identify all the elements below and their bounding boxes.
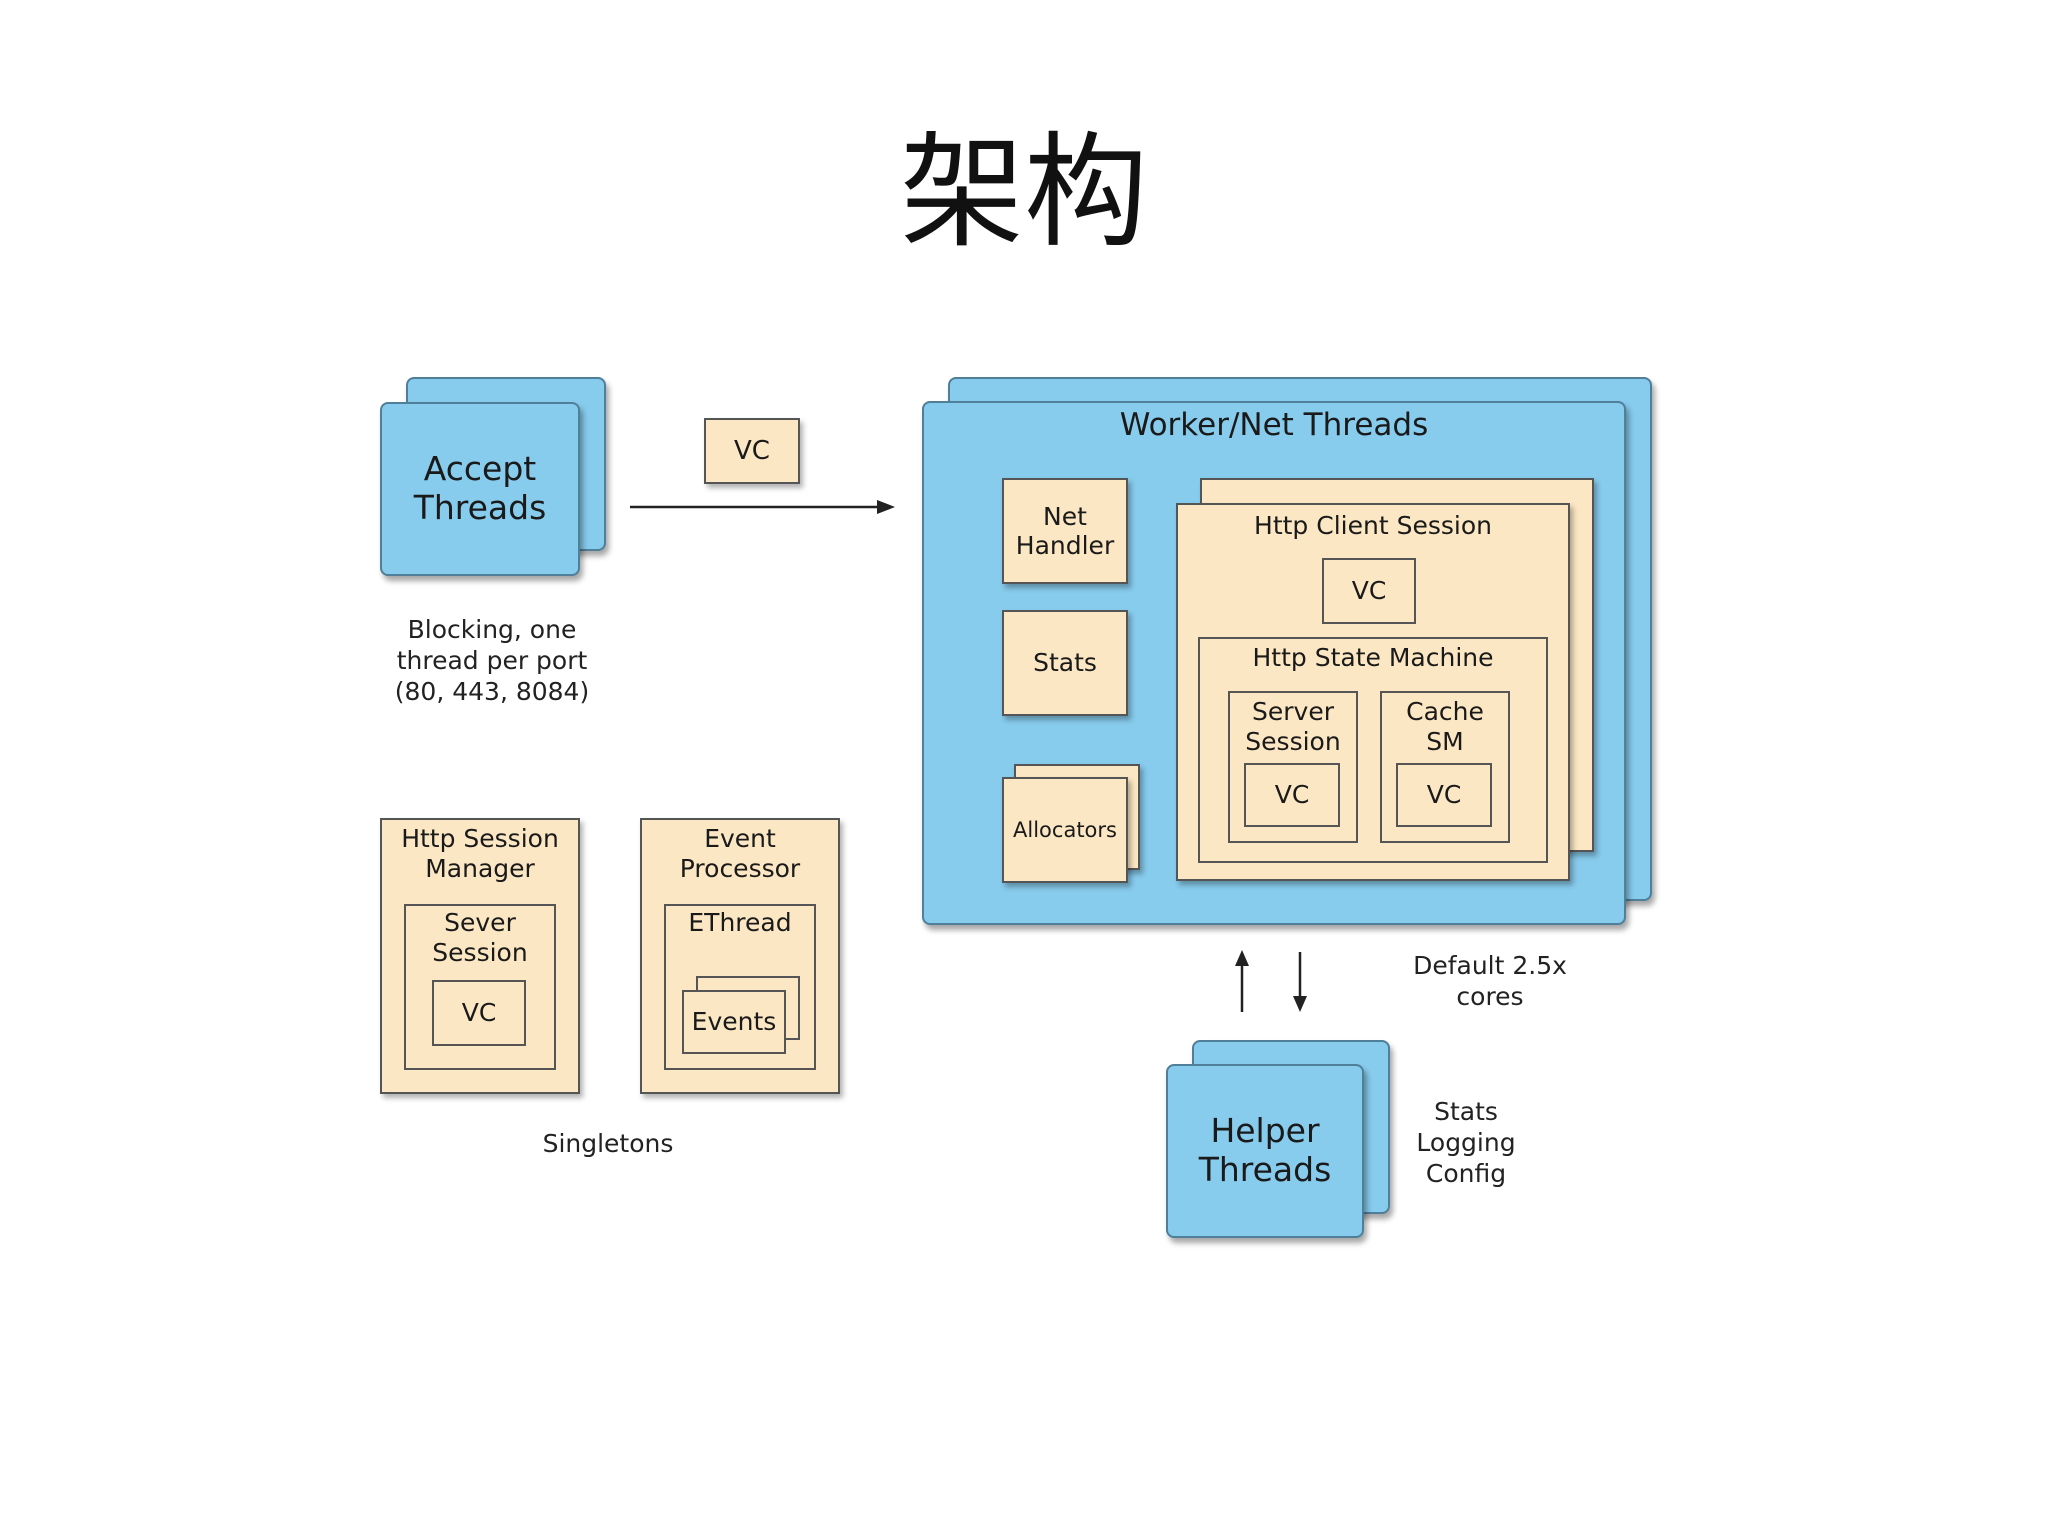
session-manager-box: Http Session Manager Sever Session VC [380,818,580,1094]
helper-threads-label: Helper Threads [1198,1111,1332,1189]
helper-threads-box: Helper Threads [1166,1064,1364,1238]
event-processor-box: Event Processor EThread Events [640,818,840,1094]
singletons-note: Singletons [542,1129,674,1158]
client-session-title: Http Client Session [1254,511,1492,540]
arrow-up-icon [1235,950,1249,1012]
sever-session-vc-box: VC [432,980,526,1046]
events-box: Events [682,990,786,1054]
event-processor-label: Event Processor [679,824,801,883]
server-session-box: Server Session VC [1228,691,1358,843]
net-handler-label: Net Handler [1015,501,1115,561]
helper-threads-note: Stats Logging Config [1416,1097,1516,1188]
ethread-label: EThread [688,908,792,937]
worker-threads-title: Worker/Net Threads [1119,407,1429,443]
sever-session-label: Sever Session [432,908,528,967]
events-label: Events [691,1007,777,1037]
accept-threads-box: Accept Threads [380,402,580,576]
ethread-box: EThread Events [664,904,816,1070]
sever-session-box: Sever Session VC [404,904,556,1070]
cache-sm-label: Cache SM [1406,697,1484,756]
server-session-vc-label: VC [1274,780,1310,810]
vc-transfer-label: VC [734,435,770,466]
worker-threads-note: Default 2.5x cores [1413,951,1567,1011]
vc-transfer-box: VC [704,418,800,484]
server-session-vc-box: VC [1244,763,1340,827]
net-handler-box: Net Handler [1002,478,1128,584]
cache-sm-box: Cache SM VC [1380,691,1510,843]
client-session-vc-label: VC [1351,576,1387,606]
accept-threads-note: Blocking, one thread per port (80, 443, … [394,615,590,706]
server-session-label: Server Session [1245,697,1341,756]
state-machine-title: Http State Machine [1252,643,1494,672]
stats-label: Stats [1033,648,1097,678]
client-session-vc-box: VC [1322,558,1416,624]
sever-session-vc-label: VC [461,998,497,1028]
allocators-label: Allocators [1013,817,1117,842]
allocators-box: Allocators [1002,777,1128,883]
accept-threads-label: Accept Threads [413,449,547,527]
arrow-down-icon [1293,952,1307,1012]
stats-box: Stats [1002,610,1128,716]
client-session-box: Http Client Session VC Http State Machin… [1176,503,1570,881]
state-machine-box: Http State Machine Server Session VC Cac… [1198,637,1548,863]
cache-sm-vc-label: VC [1426,780,1462,810]
page-title: 架构 [899,121,1148,265]
arrow-right-icon [630,500,895,514]
cache-sm-vc-box: VC [1396,763,1492,827]
session-manager-label: Http Session Manager [401,824,559,883]
